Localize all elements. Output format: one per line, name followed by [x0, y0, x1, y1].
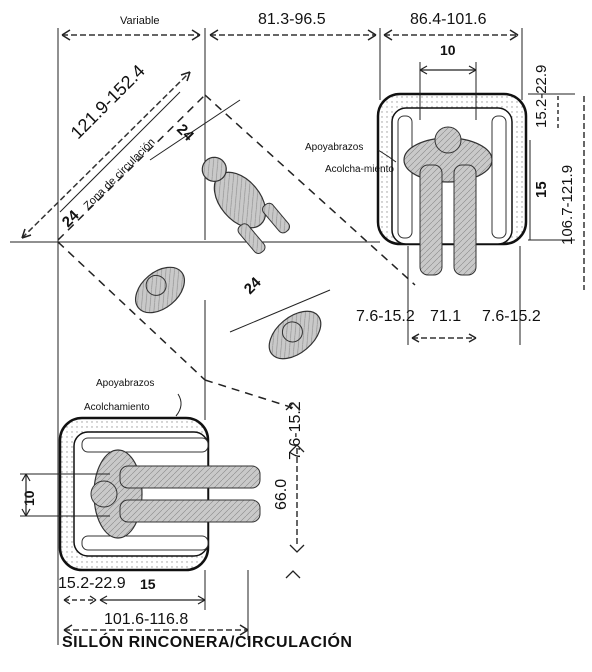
dim-lower-arm: 15.2-22.9: [58, 575, 126, 592]
dim-top-variable: Variable: [120, 15, 160, 27]
dim-seat-width-right: 10: [440, 42, 456, 58]
lower-bottom-dims: 15.2-22.9 15 101.6-116.8: [58, 570, 249, 640]
dim-top-right: 86.4-101.6: [410, 11, 487, 28]
dim-top-mid: 81.3-96.5: [258, 11, 326, 28]
right-chair-bottom-dims: 7.6-15.2 71.1 7.6-15.2: [356, 246, 541, 345]
dim-diag-circ: 121.9-152.4: [67, 61, 149, 143]
top-dimension-chain: Variable 81.3-96.5 86.4-101.6: [61, 11, 519, 41]
label-apoyabrazos-right: Apoyabrazos: [305, 142, 363, 153]
dim-lower-seat-vertical: 66.0: [273, 479, 290, 510]
dim-bottom-right-gap: 7.6-15.2: [482, 308, 541, 325]
dim-arm-back-top: 15.2-22.9: [533, 65, 550, 128]
circulation-zone: 121.9-152.4 Zona de circulación 24 24 24: [21, 61, 416, 411]
label-apoyabrazos-lower: Apoyabrazos: [96, 378, 154, 389]
walking-figure-middle: [135, 266, 185, 314]
seated-figure-right: [403, 126, 493, 276]
label-acolchamiento-right: Acolcha-miento: [325, 164, 394, 175]
armchair-lower-dims: Apoyabrazos Acolchamiento 7.6-15.2 66.0 …: [20, 378, 305, 579]
dim-bottom-left-gap: 7.6-15.2: [356, 308, 415, 325]
dim-right-depth: 15: [533, 181, 550, 198]
guide-lines: [10, 28, 575, 645]
zone-label: Zona de circulación: [82, 136, 158, 212]
dim-bottom-seat: 71.1: [430, 308, 461, 325]
dim-diag-24-a: 24: [173, 121, 197, 145]
diagram-caption: SILLÓN RINCONERA/CIRCULACIÓN: [62, 634, 353, 651]
armchair-right-dims: 10 15.2-22.9 15 106.7-121.9 Apoyabrazos …: [305, 42, 585, 290]
dim-lower-left-10: 10: [21, 490, 37, 506]
dim-lower-15: 15: [140, 576, 156, 592]
seated-figure-lower: [90, 449, 261, 539]
dim-right-total: 106.7-121.9: [559, 165, 576, 245]
dim-diag-24-c: 24: [241, 274, 265, 298]
dim-lower-total: 101.6-116.8: [104, 611, 188, 628]
walking-figure-lower: [268, 310, 322, 360]
walking-figure-upper: [201, 156, 291, 254]
dim-lower-gap-vertical: 7.6-15.2: [287, 401, 304, 460]
label-acolchamiento-lower: Acolchamiento: [84, 402, 150, 413]
